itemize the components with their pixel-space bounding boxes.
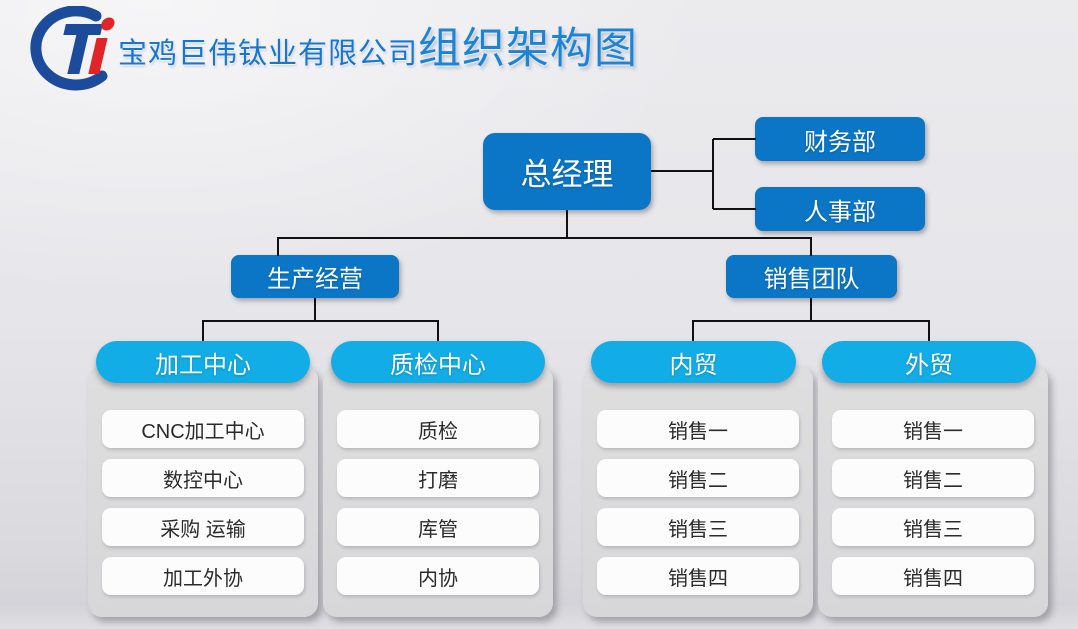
group-panel-domestic-trade: 销售一 销售二 销售三 销售四 (583, 366, 813, 617)
logo-letter-t (63, 24, 103, 74)
org-item: 销售二 (597, 459, 799, 497)
group-panel-machining-center: CNC加工中心 数控中心 采购 运输 加工外协 (88, 366, 318, 617)
group-header-domestic-trade: 内贸 (591, 341, 796, 383)
logo-letter-i (88, 17, 115, 74)
company-logo-ti-icon (30, 6, 115, 91)
header: 宝鸡巨伟钛业有限公司组织架构图 (118, 14, 638, 76)
group-header-foreign-trade: 外贸 (822, 341, 1036, 383)
group-panel-quality-center: 质检 打磨 库管 内协 (323, 366, 553, 617)
org-item: 销售一 (832, 410, 1034, 448)
org-item: 销售二 (832, 459, 1034, 497)
org-item: 质检 (337, 410, 539, 448)
node-general-manager: 总经理 (483, 133, 651, 210)
org-item: 销售一 (597, 410, 799, 448)
org-item: 加工外协 (102, 557, 304, 595)
logo-swoosh (30, 6, 108, 91)
node-production-operations: 生产经营 (231, 255, 399, 298)
org-item: 销售三 (597, 508, 799, 546)
org-item: 销售三 (832, 508, 1034, 546)
page-title: 组织架构图 (418, 25, 639, 73)
node-finance-dept: 财务部 (755, 117, 925, 161)
org-item: 内协 (337, 557, 539, 595)
group-panel-foreign-trade: 销售一 销售二 销售三 销售四 (818, 366, 1048, 617)
org-item: 数控中心 (102, 459, 304, 497)
org-item: 采购 运输 (102, 508, 304, 546)
org-item: 销售四 (597, 557, 799, 595)
org-item: 打磨 (337, 459, 539, 497)
node-sales-team: 销售团队 (726, 255, 897, 298)
org-item: CNC加工中心 (102, 410, 304, 448)
org-item: 销售四 (832, 557, 1034, 595)
group-header-machining-center: 加工中心 (96, 341, 310, 383)
org-item: 库管 (337, 508, 539, 546)
node-hr-dept: 人事部 (755, 187, 925, 231)
company-name: 宝鸡巨伟钛业有限公司 (118, 38, 419, 70)
group-header-quality-center: 质检中心 (331, 341, 545, 383)
